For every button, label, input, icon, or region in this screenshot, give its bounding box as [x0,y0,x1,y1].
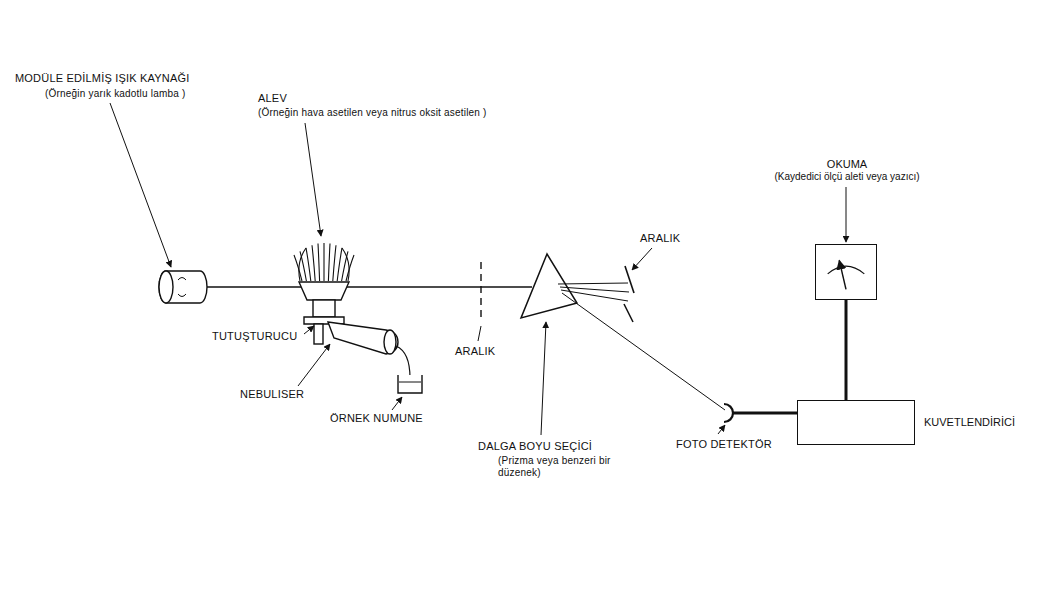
burner-symbol [314,324,323,344]
leader-arrows [718,425,725,434]
part-label: NEBULISER [240,388,304,401]
flame-symbol [337,248,342,281]
flame-symbol [306,248,311,281]
nebuliser-symbol [328,322,398,354]
leader-arrows [846,187,847,242]
readout-meter: OKUMA(Kaydedici ölçü aleti veya yazıcı) [815,244,877,300]
node-label: OKUMA [774,157,919,171]
meter-needle [839,260,846,289]
lamp-symbol [159,271,207,303]
flame-symbol [333,245,336,281]
flame-symbol [294,243,354,281]
part-note: (Örneğin hava asetilen veya nitrus oksit… [258,107,487,119]
slit-leader [478,326,481,341]
part-label: ARALIK [455,345,495,358]
meter-scale [828,266,865,274]
lamp-symbol [178,278,186,297]
flame-symbol [323,243,324,281]
slit-leader [478,326,481,341]
node-note: (Kaydedici ölçü aleti veya yazıcı) [774,171,919,183]
leader-arrows [110,103,846,435]
part-note: (Örneğin yarık kadotlu lamba ) [45,88,186,100]
part-label: DALGA BOYU SEÇİCİ [478,440,592,453]
dispersed-rays [558,283,628,284]
dispersed-rays [562,293,725,410]
flame-symbol [312,245,315,281]
part-label: MODÜLE EDİLMİŞ IŞIK KAYNAĞI [15,72,190,85]
burner-symbol [299,282,349,300]
nebuliser-symbol [396,346,410,378]
leader-arrows [392,397,402,410]
flame-symbol [328,244,330,281]
part-label: ALEV [258,92,287,105]
node-heading: OKUMA(Kaydedici ölçü aleti veya yazıcı) [774,157,919,183]
amplifier-box: KUVETLENDİRİCİ [797,400,915,445]
meter-dial [816,245,876,299]
lamp-symbol [159,271,173,303]
light-beam [205,286,532,287]
node-heading: KUVETLENDİRİCİ [924,415,1015,429]
leader-arrows [304,326,314,334]
part-label: FOTO DETEKTÖR [676,438,772,451]
photo-detector-symbol [724,404,797,422]
exit-slit [624,266,634,322]
leader-arrows [632,248,652,270]
flame-symbol [300,251,306,281]
sample-cup [399,382,421,383]
prism-symbol [521,254,577,318]
part-label: ARALIK [640,232,680,245]
node-label: KUVETLENDİRİCİ [924,415,1015,429]
sample-cup [398,375,422,393]
photo-detector-symbol [724,404,733,422]
entrance-slit [480,262,481,322]
flame-symbol [299,248,349,281]
leader-arrows [298,344,330,386]
nebuliser-symbol [384,330,396,354]
entrance-slit [480,262,481,322]
part-label: ÖRNEK NUMUNE [330,412,423,425]
prism-symbol [521,254,577,318]
part-label: TUTUŞTURUCU [212,330,297,343]
part-note: (Prizma veya benzeri bir düzenek) [498,455,616,479]
exit-slit [625,266,634,293]
nebuliser-symbol [328,322,410,378]
burner-symbol [313,300,335,317]
light-beam [205,286,532,287]
photo-detector-symbol [733,411,797,414]
lamp-symbol [159,271,207,303]
flame-symbol [318,244,320,281]
dispersed-rays [558,283,725,410]
signal-wire [845,300,848,400]
leader-arrows [305,123,321,236]
sample-cup [398,375,422,393]
exit-slit [624,304,633,322]
leader-arrows [110,103,171,267]
leader-arrows [541,322,546,435]
